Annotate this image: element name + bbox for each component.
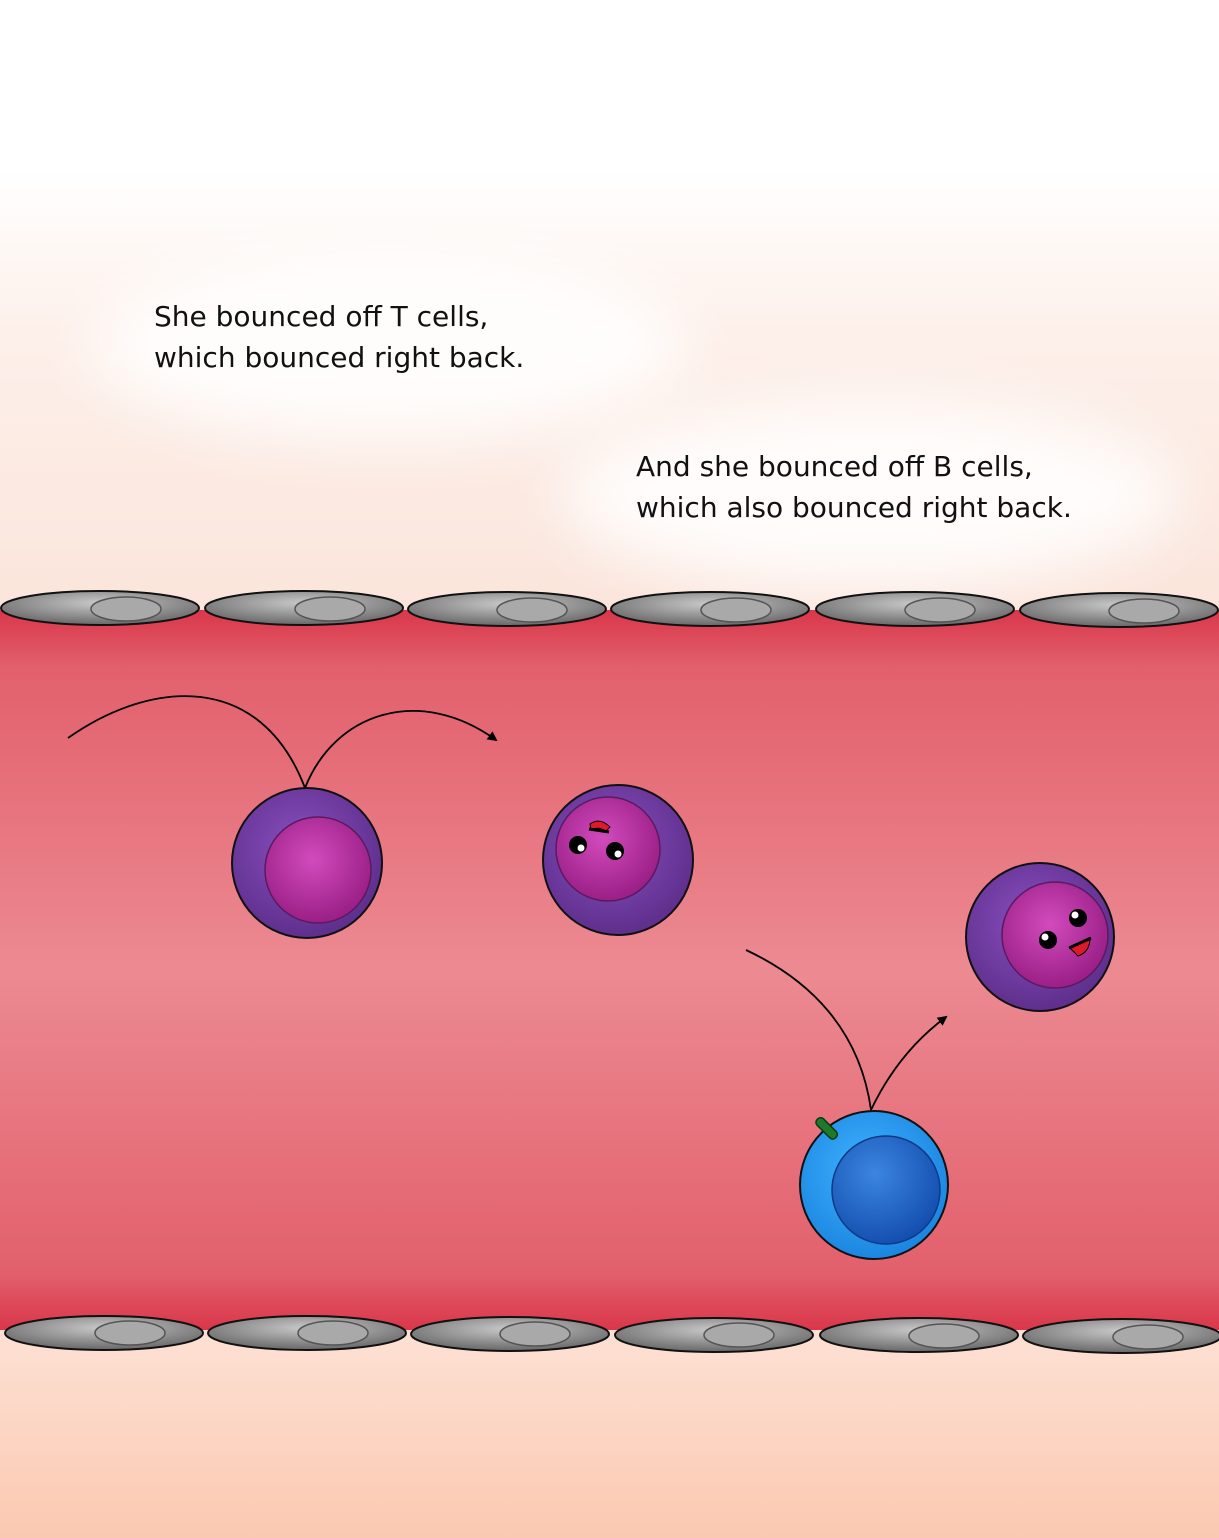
endothelial-cell xyxy=(0,590,200,626)
bottom-vessel-wall xyxy=(4,1315,1219,1354)
t-cell-bouncing xyxy=(231,787,383,939)
endothelial-cell xyxy=(819,1317,1019,1353)
endothelial-cell xyxy=(407,591,607,627)
tissue-background xyxy=(0,1320,1219,1538)
caption-b-cells: And she bounced off B cells, which also … xyxy=(636,450,1072,524)
endothelial-cell xyxy=(815,591,1015,627)
endothelial-cell xyxy=(610,591,810,627)
caption-glow-right xyxy=(560,400,1180,590)
caption-glow-left xyxy=(90,250,690,440)
endothelial-cell xyxy=(1022,1318,1219,1354)
t-cell-face-right xyxy=(965,862,1115,1012)
endothelial-cell xyxy=(410,1316,610,1352)
top-vessel-wall xyxy=(0,590,1219,628)
endothelial-cell xyxy=(204,590,404,626)
face xyxy=(1039,909,1092,957)
endothelial-cell xyxy=(4,1315,204,1351)
t-cell-face-middle xyxy=(542,784,694,936)
endothelial-cell xyxy=(1019,592,1219,628)
b-cell-receptor xyxy=(815,1116,839,1140)
endothelial-cell xyxy=(207,1315,407,1351)
face xyxy=(569,820,624,860)
caption-t-cells: She bounced off T cells, which bounced r… xyxy=(154,300,525,374)
endothelial-cell xyxy=(614,1317,814,1353)
bounce-arrow-b-cell xyxy=(745,949,948,1114)
b-cell xyxy=(799,1110,949,1260)
